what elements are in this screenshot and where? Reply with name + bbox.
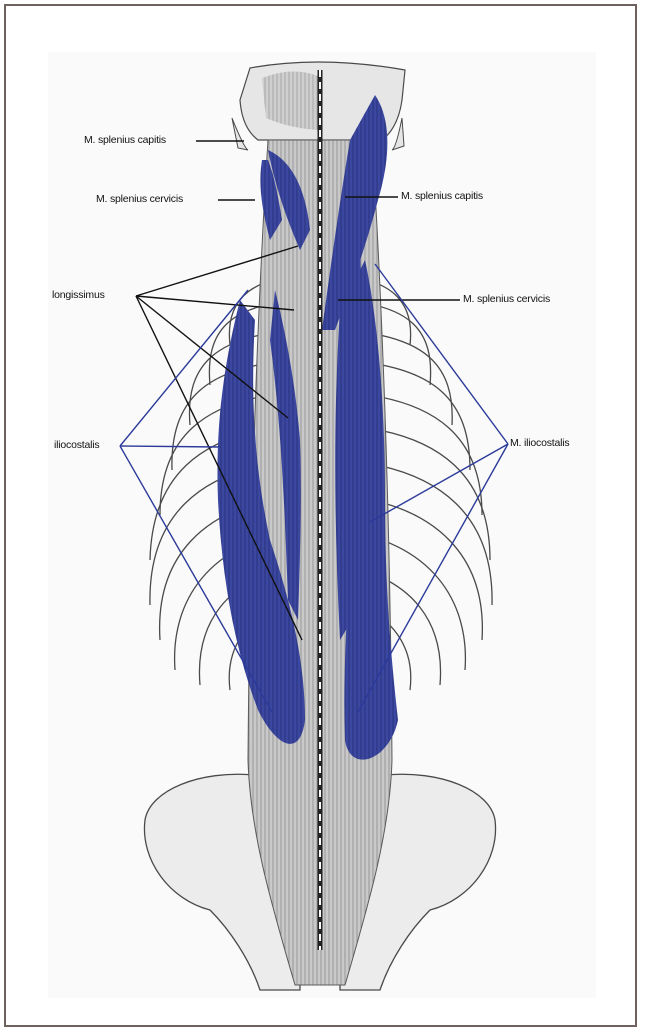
label-splenius-capitis-left: M. splenius capitis xyxy=(84,134,166,146)
label-splenius-cervicis-right: M. splenius cervicis xyxy=(463,293,550,305)
label-longissimus: longissimus xyxy=(52,289,105,301)
label-splenius-capitis-right: M. splenius capitis xyxy=(401,190,483,202)
label-iliocostalis-right: M. iliocostalis xyxy=(510,437,569,449)
label-splenius-cervicis-left: M. splenius cervicis xyxy=(96,193,183,205)
label-iliocostalis-left: iliocostalis xyxy=(54,439,99,451)
